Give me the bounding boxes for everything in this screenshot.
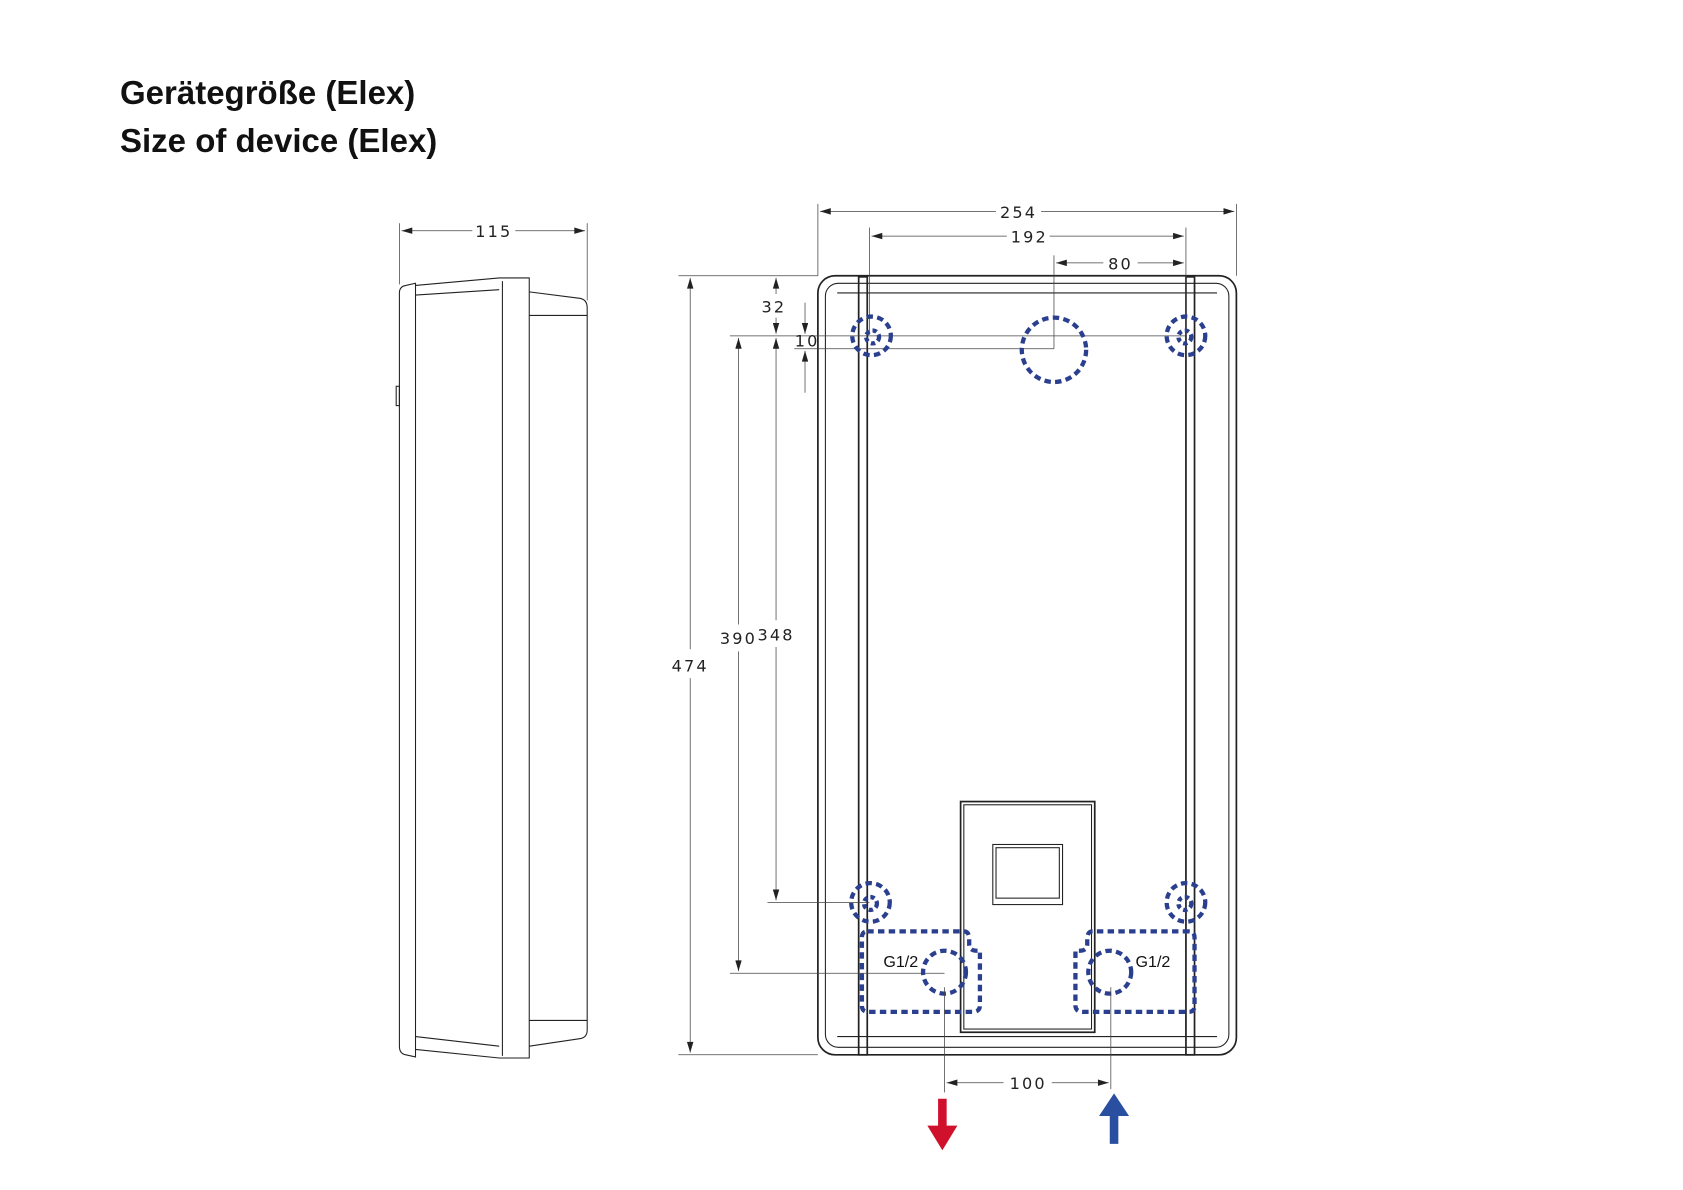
bottom-dimension: 100 bbox=[944, 987, 1112, 1093]
side-view: 115 bbox=[395, 222, 588, 1059]
cable-entry-hole bbox=[1019, 315, 1089, 385]
dim-connection-spacing: 100 bbox=[1010, 1074, 1047, 1093]
left-dimensions: 474 390 348 32 10 bbox=[672, 275, 1186, 1056]
top-dimensions: 254 192 80 bbox=[817, 203, 1237, 349]
dim-side-depth: 115 bbox=[475, 222, 512, 241]
dim-mount-spacing: 192 bbox=[1011, 228, 1048, 247]
mount-hole-top-left bbox=[850, 314, 894, 358]
dim-mount-vertical-spacing: 348 bbox=[757, 626, 794, 645]
dim-top-offset: 32 bbox=[762, 297, 787, 316]
left-connection-label: G1/2 bbox=[883, 953, 918, 971]
display-screen bbox=[992, 843, 1064, 906]
hot-water-outlet-arrow-icon bbox=[927, 1098, 958, 1151]
front-view bbox=[817, 274, 1238, 1056]
dim-total-height: 474 bbox=[672, 657, 709, 676]
water-connections: G1/2 G1/2 bbox=[859, 929, 1197, 1015]
control-panel bbox=[959, 800, 1096, 1034]
mount-hole-bottom-right bbox=[1164, 880, 1208, 924]
mount-hole-top-right bbox=[1164, 314, 1208, 358]
cold-water-inlet-arrow-icon bbox=[1099, 1093, 1130, 1144]
dim-total-width: 254 bbox=[1000, 203, 1037, 222]
dim-center-hole-offset: 80 bbox=[1108, 254, 1133, 273]
right-connection-label: G1/2 bbox=[1136, 953, 1171, 971]
mounting-holes bbox=[849, 314, 1208, 924]
dim-hole-offset: 10 bbox=[795, 332, 820, 351]
dim-connection-height: 390 bbox=[720, 629, 757, 648]
mount-hole-bottom-left bbox=[849, 880, 892, 924]
title-german: Gerätegröße (Elex) bbox=[120, 74, 416, 111]
title-english: Size of device (Elex) bbox=[120, 122, 438, 159]
